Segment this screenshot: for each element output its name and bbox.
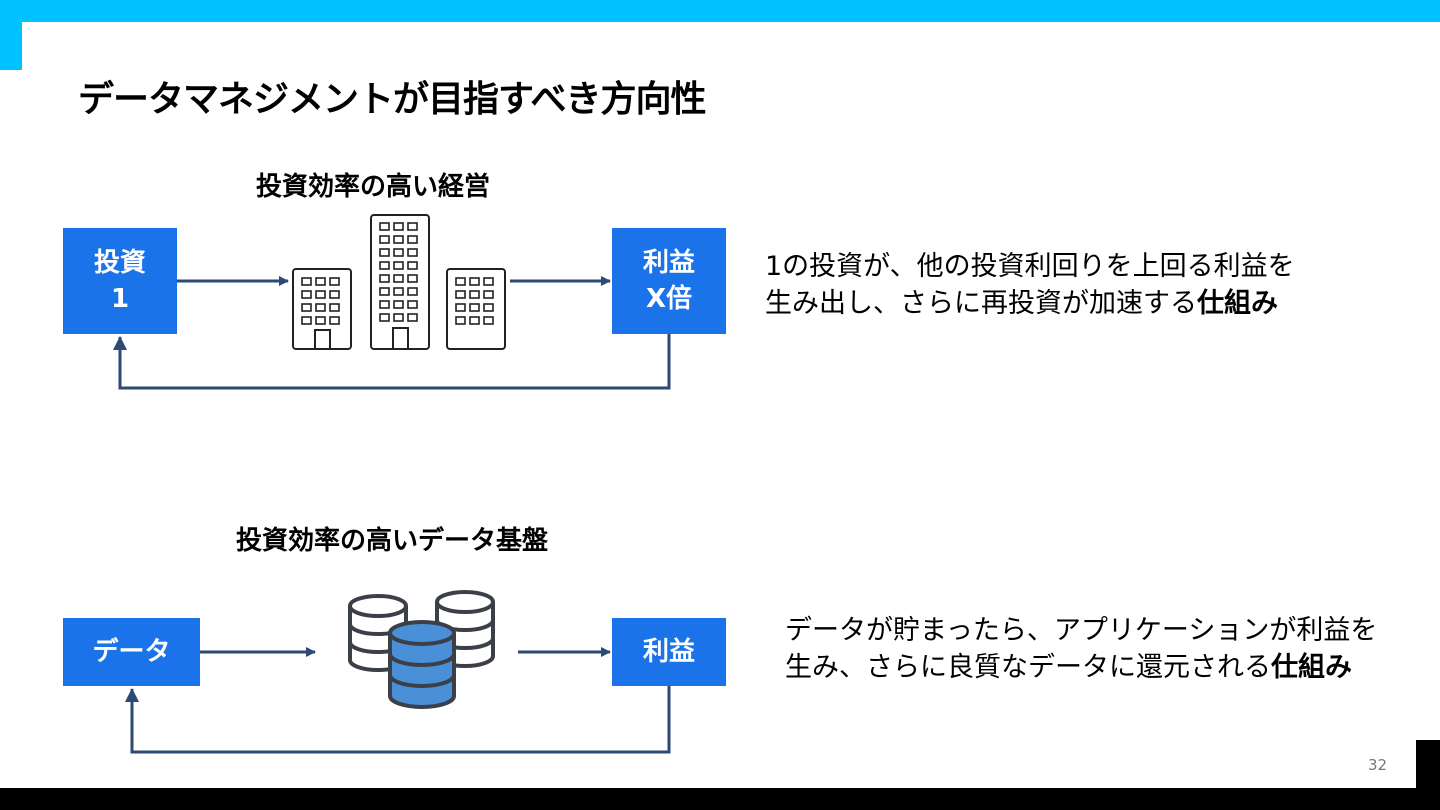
profit-box-bottom: 利益 bbox=[612, 618, 726, 686]
top-section-heading: 投資効率の高い経営 bbox=[256, 172, 491, 202]
bottom-description-line1: データが貯まったら、アプリケーションが利益を bbox=[785, 615, 1378, 646]
top-feedback-loop bbox=[113, 334, 671, 390]
profit-box-value: X倍 bbox=[645, 284, 693, 314]
profit-box-label: 利益 bbox=[642, 248, 695, 278]
top-description-emphasis: 仕組み bbox=[1197, 288, 1278, 319]
top-accent-bar bbox=[0, 0, 1440, 22]
investment-box-label: 投資 bbox=[93, 248, 146, 278]
bottom-section-heading: 投資効率の高いデータ基盤 bbox=[236, 526, 549, 556]
data-box: データ bbox=[63, 618, 200, 686]
page-number: 32 bbox=[1368, 756, 1388, 774]
data-box-label: データ bbox=[92, 637, 171, 667]
profit-box-bottom-label: 利益 bbox=[642, 637, 695, 667]
top-description: 1の投資が、他の投資利回りを上回る利益を 生み出し、さらに再投資が加速する仕組み bbox=[765, 248, 1295, 322]
bottom-description: データが貯まったら、アプリケーションが利益を 生み、さらに良質なデータに還元され… bbox=[785, 612, 1377, 686]
slide-title: データマネジメントが目指すべき方向性 bbox=[78, 79, 706, 120]
investment-box-value: 1 bbox=[110, 284, 130, 314]
top-description-line1: 1の投資が、他の投資利回りを上回る利益を bbox=[765, 251, 1295, 282]
database-icon bbox=[348, 590, 495, 709]
profit-box: 利益 X倍 bbox=[612, 228, 726, 334]
bottom-accent-bar bbox=[0, 788, 1440, 810]
bottom-description-line2: 生み、さらに良質なデータに還元される仕組み bbox=[785, 652, 1352, 683]
top-accent-tab bbox=[0, 22, 22, 70]
bottom-accent-tab bbox=[1416, 740, 1440, 788]
investment-box: 投資 1 bbox=[63, 228, 177, 334]
top-description-line2: 生み出し、さらに再投資が加速する仕組み bbox=[765, 288, 1278, 319]
bottom-feedback-loop bbox=[125, 686, 671, 754]
bottom-description-emphasis: 仕組み bbox=[1271, 652, 1352, 683]
building-icon bbox=[292, 214, 506, 350]
